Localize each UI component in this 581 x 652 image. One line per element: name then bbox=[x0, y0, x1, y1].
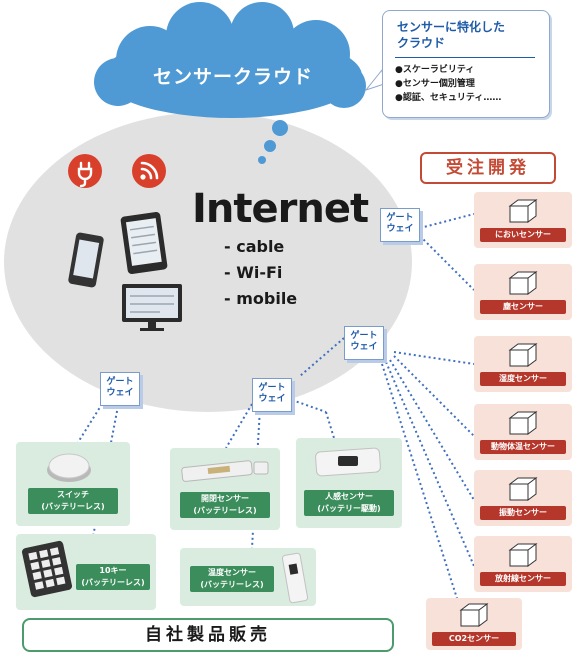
own-product-label-line2: (バッテリーレス) bbox=[81, 578, 145, 587]
own-product-label: 温度センサー (バッテリーレス) bbox=[190, 566, 274, 592]
gateway-label-line1: ゲート bbox=[106, 377, 134, 387]
cloud-shape bbox=[94, 2, 366, 118]
gateway-box: ゲート ウェイ bbox=[380, 208, 420, 242]
custom-sensor-label: においセンサー bbox=[480, 228, 566, 242]
gateway-label-line1: ゲート bbox=[386, 213, 414, 223]
gateway-label-line2: ウェイ bbox=[258, 394, 286, 404]
own-product-label: 人感センサー (バッテリー駆動) bbox=[304, 490, 394, 516]
custom-sensor-label: 動物体温センサー bbox=[480, 440, 566, 454]
custom-sensor-label: 塵センサー bbox=[480, 300, 566, 314]
custom-sensor-card: 動物体温センサー bbox=[474, 404, 572, 460]
callout-title: センサーに特化した クラウド bbox=[397, 19, 505, 51]
connection-list: - cable - Wi-Fi - mobile bbox=[224, 234, 297, 312]
custom-sensor-card: 塵センサー bbox=[474, 264, 572, 320]
door-sensor-icon bbox=[181, 460, 269, 482]
box-icon bbox=[508, 411, 538, 435]
own-product-card-door: 開閉センサー (バッテリーレス) bbox=[170, 448, 280, 530]
box-icon bbox=[508, 543, 538, 567]
own-product-label-line1: スイッチ bbox=[57, 490, 89, 499]
custom-sensor-label: 放射線センサー bbox=[480, 572, 566, 586]
own-product-label-line2: (バッテリー駆動) bbox=[317, 504, 381, 513]
custom-sensor-label: CO2センサー bbox=[432, 632, 516, 646]
custom-sensor-card: 湿度センサー bbox=[474, 336, 572, 392]
gateway-label-line1: ゲート bbox=[350, 331, 378, 341]
box-icon bbox=[508, 477, 538, 501]
motion-sensor-icon bbox=[315, 447, 381, 477]
own-product-label-line1: 10キー bbox=[99, 566, 127, 575]
gateway-label-line2: ウェイ bbox=[386, 224, 414, 234]
own-product-label: 開閉センサー (バッテリーレス) bbox=[180, 492, 270, 518]
custom-development-banner: 受注開発 bbox=[420, 152, 556, 184]
custom-sensor-label: 振動センサー bbox=[480, 506, 566, 520]
callout-feature-item: ●スケーラビリティ bbox=[395, 65, 475, 75]
cloud-label: センサークラウド bbox=[152, 66, 313, 88]
connection-item: - mobile bbox=[224, 289, 298, 308]
box-icon bbox=[508, 271, 538, 295]
temperature-sensor-icon bbox=[281, 552, 309, 604]
cloud-trail bbox=[258, 120, 288, 164]
own-products-banner: 自社製品販売 bbox=[22, 618, 394, 652]
wifi-icon bbox=[132, 154, 166, 188]
internet-title: Internet bbox=[192, 186, 369, 232]
connection-item: - Wi-Fi bbox=[224, 263, 283, 282]
own-product-card-temperature: 温度センサー (バッテリーレス) bbox=[180, 548, 316, 606]
custom-sensor-card: CO2センサー bbox=[426, 598, 522, 650]
keypad-device-icon bbox=[22, 540, 72, 598]
gateway-box: ゲート ウェイ bbox=[344, 326, 384, 360]
custom-sensor-card: においセンサー bbox=[474, 192, 572, 248]
monitor-icon bbox=[120, 282, 184, 338]
switch-device-icon bbox=[47, 453, 91, 482]
custom-sensor-card: 振動センサー bbox=[474, 470, 572, 526]
plug-icon bbox=[68, 154, 102, 188]
smartphone-icon bbox=[66, 232, 106, 294]
own-product-label-line1: 人感センサー bbox=[325, 492, 373, 501]
gateway-label-line2: ウェイ bbox=[350, 342, 378, 352]
box-icon bbox=[508, 343, 538, 367]
own-product-card-keypad: 10キー (バッテリーレス) bbox=[16, 534, 156, 610]
own-product-label: 10キー (バッテリーレス) bbox=[76, 564, 150, 590]
callout-divider bbox=[395, 57, 535, 58]
callout-title-line2: クラウド bbox=[397, 36, 446, 50]
custom-sensor-label: 湿度センサー bbox=[480, 372, 566, 386]
connection-item: - cable bbox=[224, 237, 285, 256]
own-product-card-motion: 人感センサー (バッテリー駆動) bbox=[296, 438, 402, 528]
gateway-box: ゲート ウェイ bbox=[252, 378, 292, 412]
callout-feature-item: ●センサー個別管理 bbox=[395, 79, 475, 89]
box-icon bbox=[508, 199, 538, 223]
own-product-label-line2: (バッテリーレス) bbox=[193, 506, 257, 515]
box-icon bbox=[459, 603, 489, 627]
callout-feature-list: ●スケーラビリティ ●センサー個別管理 ●認証、セキュリティ…… bbox=[395, 63, 501, 105]
cloud-features-callout: センサーに特化した クラウド ●スケーラビリティ ●センサー個別管理 ●認証、セ… bbox=[382, 10, 550, 118]
gateway-label-line2: ウェイ bbox=[106, 388, 134, 398]
callout-feature-item: ●認証、セキュリティ…… bbox=[395, 93, 502, 103]
own-product-label-line2: (バッテリーレス) bbox=[41, 502, 105, 511]
gateway-box: ゲート ウェイ bbox=[100, 372, 140, 406]
callout-title-line1: センサーに特化した bbox=[397, 20, 506, 34]
tablet-icon bbox=[118, 210, 170, 280]
internet-bubble bbox=[4, 112, 412, 412]
own-product-card-switch: スイッチ (バッテリーレス) bbox=[16, 442, 130, 526]
own-product-label: スイッチ (バッテリーレス) bbox=[28, 488, 118, 514]
own-product-label-line1: 温度センサー bbox=[208, 568, 256, 577]
gateway-label-line1: ゲート bbox=[258, 383, 286, 393]
custom-sensor-card: 放射線センサー bbox=[474, 536, 572, 592]
own-product-label-line1: 開閉センサー bbox=[201, 494, 249, 503]
own-product-label-line2: (バッテリーレス) bbox=[200, 580, 264, 589]
